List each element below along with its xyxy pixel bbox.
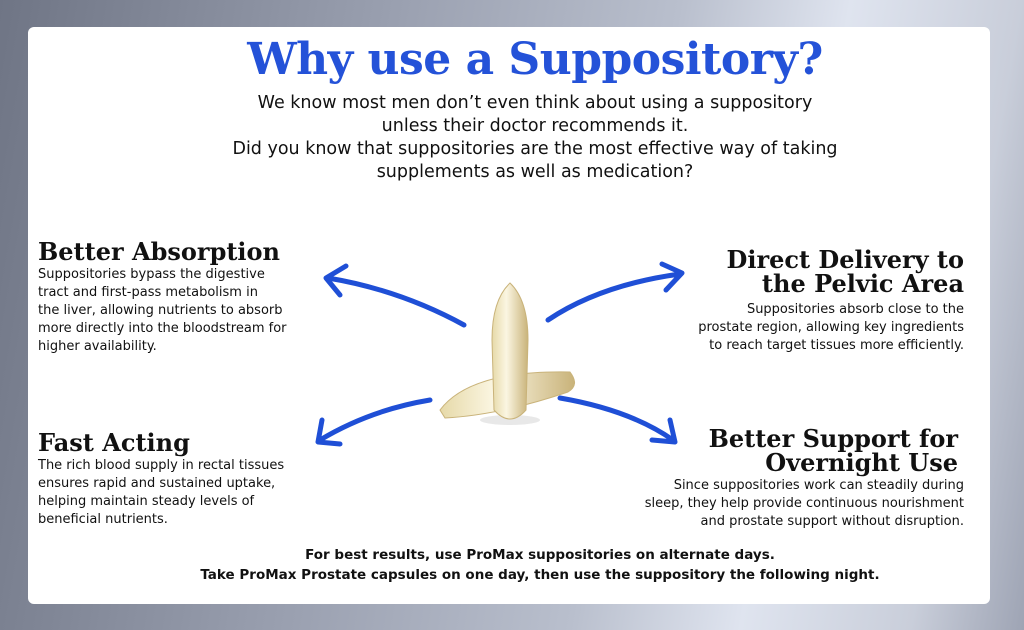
page-title: Why use a Suppository?	[247, 34, 823, 85]
overnight-heading: Better Support for	[708, 424, 958, 453]
footer-note: For best results, use ProMax suppositori…	[305, 547, 775, 563]
arrow-down-right	[557, 395, 678, 445]
footer-note: Take ProMax Prostate capsules on one day…	[200, 567, 880, 583]
arrow-down-left	[315, 397, 433, 447]
delivery-body: prostate region, allowing key ingredient…	[698, 320, 964, 335]
intro-line: unless their doctor recommends it.	[381, 116, 689, 136]
overnight-heading: Overnight Use	[765, 448, 958, 477]
intro-line: Did you know that suppositories are the …	[232, 139, 838, 159]
fast-body: helping maintain steady levels of	[38, 494, 255, 509]
absorption-body: higher availability.	[38, 339, 157, 354]
delivery-body: Suppositories absorb close to the	[746, 302, 964, 317]
absorption-heading: Better Absorption	[38, 237, 281, 266]
delivery-heading: the Pelvic Area	[761, 269, 964, 298]
absorption-body: the liver, allowing nutrients to absorb	[38, 303, 283, 318]
arrow-up-left	[323, 263, 467, 328]
arrow-up-right	[545, 261, 685, 323]
overnight-body: Since suppositories work can steadily du…	[673, 478, 964, 493]
absorption-body: Suppositories bypass the digestive	[38, 267, 265, 282]
intro-line: We know most men don’t even think about …	[257, 93, 813, 113]
suppository-icon	[439, 282, 575, 425]
absorption-body: tract and first-pass metabolism in	[38, 285, 258, 300]
fast-body: The rich blood supply in rectal tissues	[38, 458, 285, 473]
overnight-body: and prostate support without disruption.	[700, 514, 964, 529]
fast-body: ensures rapid and sustained uptake,	[38, 476, 276, 491]
intro-line: supplements as well as medication?	[376, 162, 694, 182]
delivery-body: to reach target tissues more efficiently…	[709, 338, 964, 353]
delivery-heading: Direct Delivery to	[726, 245, 964, 274]
overnight-body: sleep, they help provide continuous nour…	[644, 496, 964, 511]
fast-body: beneficial nutrients.	[38, 512, 168, 527]
fast-heading: Fast Acting	[38, 428, 190, 457]
absorption-body: more directly into the bloodstream for	[38, 321, 287, 336]
